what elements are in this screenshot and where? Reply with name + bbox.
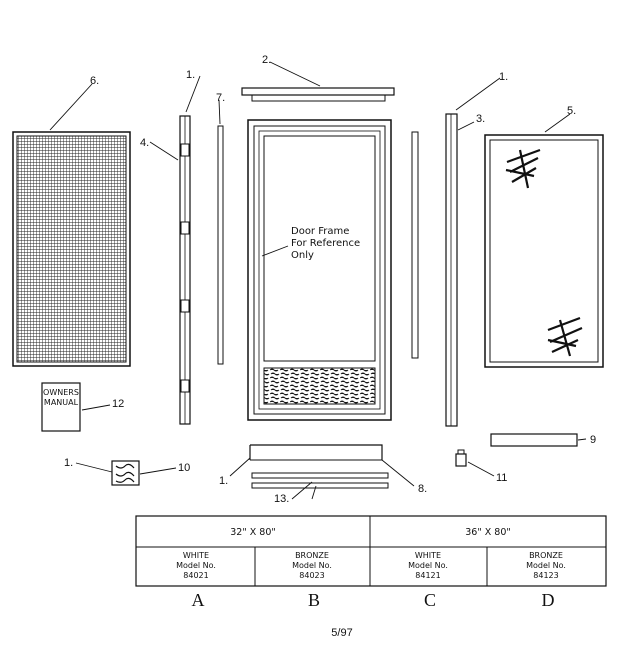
side-strip-left [217, 125, 224, 365]
model-d-number: 84123 [533, 571, 558, 580]
model-c-letter: C [424, 590, 436, 610]
size-36x80: 36" X 80" [465, 527, 510, 538]
bottom-expander [249, 444, 383, 461]
model-c-number: 84121 [415, 571, 440, 580]
door-frame [247, 119, 392, 421]
callout-1-top-right: 1. [499, 71, 508, 83]
hinge-rail [179, 115, 191, 425]
callouts: 1. 2. 1. 6. 7. 4. 3. 5. 12 1. 10 1. 8. 1… [64, 54, 596, 505]
model-a-letter: A [192, 590, 205, 610]
model-d-label: Model No. [526, 561, 566, 570]
leader-lines [49, 61, 587, 500]
callout-5: 5. [567, 105, 576, 117]
callout-2: 2. [262, 54, 271, 66]
door-closer [490, 433, 578, 447]
callout-8: 8. [418, 483, 427, 495]
model-d-letter: D [542, 590, 555, 610]
model-table: 32" X 80" 36" X 80" WHITE Model No. 8402… [135, 515, 607, 610]
sweep-strips [251, 472, 389, 489]
glass-insert [484, 134, 604, 368]
callout-4: 4. [140, 137, 149, 149]
model-b-label: Model No. [292, 561, 332, 570]
side-strip-right [411, 131, 419, 359]
screen-insert [12, 131, 131, 367]
frame-note-line2: For Reference [291, 238, 360, 249]
model-a-label: Model No. [176, 561, 216, 570]
callout-3: 3. [476, 113, 485, 125]
model-c-label: Model No. [408, 561, 448, 570]
frame-note-line1: Door Frame [291, 226, 349, 237]
footer-date: 5/97 [331, 627, 352, 639]
model-c-color: WHITE [415, 551, 441, 560]
size-32x80: 32" X 80" [230, 527, 275, 538]
callout-11: 11 [496, 472, 507, 484]
manual-label-line1: OWNERS [43, 388, 79, 397]
model-a-color: WHITE [183, 551, 209, 560]
manual-label-line2: MANUAL [44, 398, 79, 407]
callout-13: 13. [274, 493, 289, 505]
latch-rail [445, 113, 458, 427]
model-a-number: 84021 [183, 571, 208, 580]
callout-1-bottom: 1. [219, 475, 228, 487]
callout-6: 6. [90, 75, 99, 87]
model-b-color: BRONZE [295, 551, 329, 560]
model-d-color: BRONZE [529, 551, 563, 560]
frame-note: Door Frame For Reference Only [291, 226, 360, 261]
closer-bracket [455, 449, 467, 467]
top-cap [241, 87, 395, 102]
hardware-pack [111, 460, 140, 486]
frame-note-line3: Only [291, 250, 314, 261]
callout-12: 12 [112, 398, 124, 410]
callout-9: 9 [590, 434, 596, 446]
model-b-letter: B [308, 590, 320, 610]
callout-1-top-left: 1. [186, 69, 195, 81]
owners-manual: OWNERS MANUAL [41, 382, 81, 432]
model-b-number: 84023 [299, 571, 324, 580]
callout-7: 7. [216, 92, 225, 104]
callout-10: 10 [178, 462, 190, 474]
callout-1-hardware: 1. [64, 457, 73, 469]
